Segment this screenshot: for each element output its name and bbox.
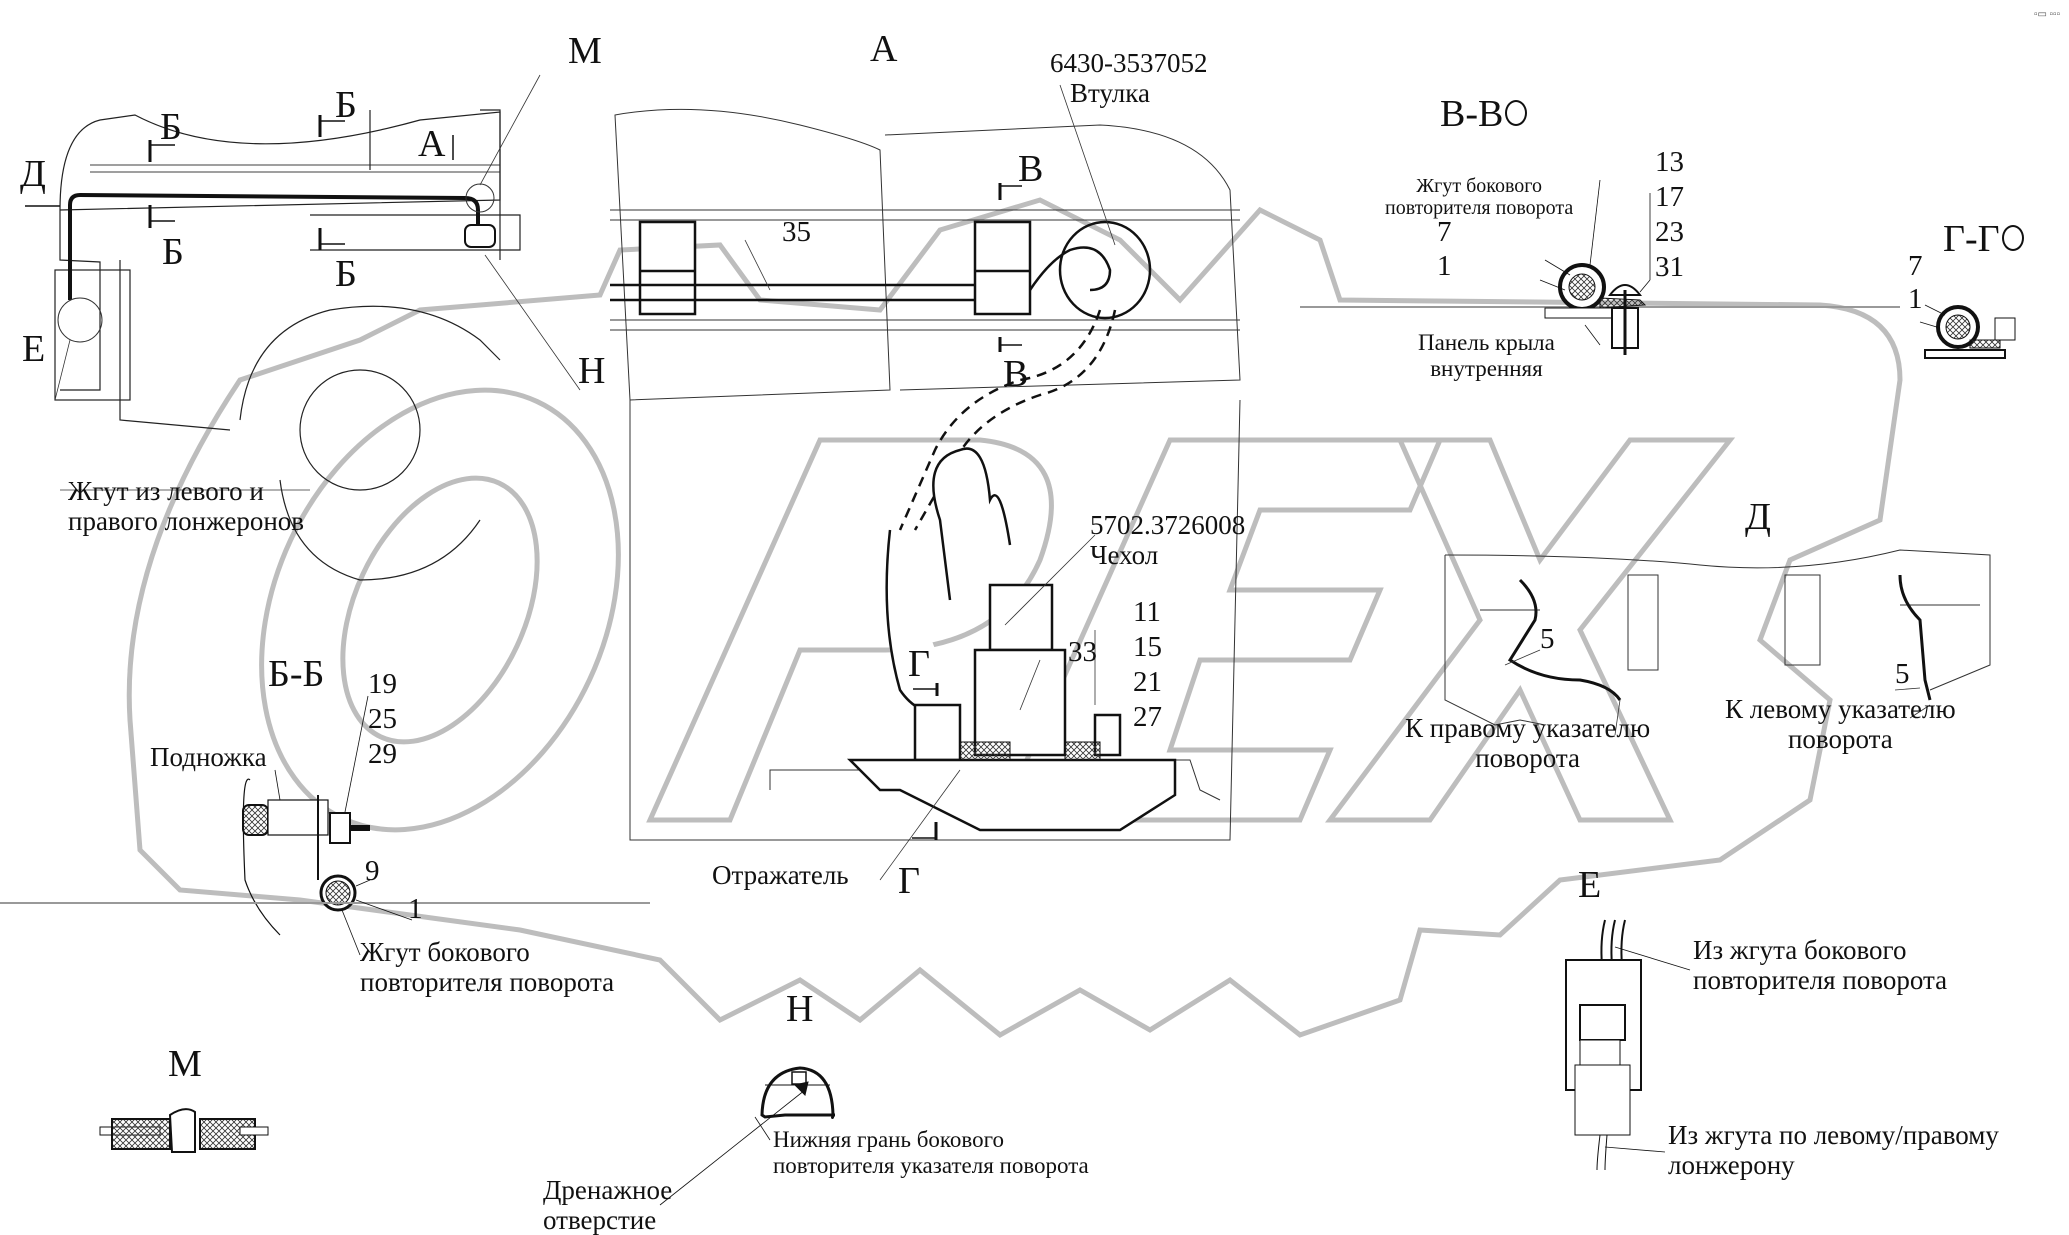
view-a-harness bbox=[610, 220, 1152, 320]
view-title-gg-text: Г-Г bbox=[1943, 218, 2000, 260]
label-e-from-side-harness: Из жгута бокового повторителя поворота bbox=[1693, 935, 1948, 996]
label-harness-from-spars: Жгут из левого и правого лонжеронов bbox=[68, 476, 305, 537]
view-title-m: М bbox=[168, 1043, 202, 1085]
position-29: 29 bbox=[368, 738, 397, 770]
view-title-gg: Г-Г bbox=[1943, 220, 2024, 258]
position-gg-7: 7 bbox=[1908, 250, 1923, 282]
view-d-harness bbox=[1507, 574, 1932, 701]
position-19: 19 bbox=[368, 668, 397, 700]
corner-mark: ▫▭ ▫▫▫ bbox=[2034, 9, 2061, 20]
position-21: 21 bbox=[1133, 666, 1162, 698]
label-reflector: Отражатель bbox=[712, 860, 849, 890]
view-title-d: Д bbox=[1745, 496, 1771, 538]
view-title-vv: В-В bbox=[1440, 93, 1528, 135]
arrow-a-label: А bbox=[418, 123, 446, 165]
position-gg-1: 1 bbox=[1908, 283, 1923, 315]
section-v-marker-bottom: В bbox=[1003, 353, 1029, 395]
rotated-view-icon bbox=[2001, 225, 2024, 251]
callout-circle-m bbox=[465, 183, 495, 213]
section-cut-marks bbox=[25, 115, 1022, 840]
view-h-repeater bbox=[659, 1066, 835, 1206]
section-b-marker-4: Б bbox=[335, 253, 357, 295]
view-title-a: А bbox=[870, 28, 898, 70]
watermark-gear bbox=[126, 197, 1903, 1039]
label-bushing-part-number: 6430-3537052 bbox=[1050, 48, 1208, 78]
view-a-dashed-harness bbox=[898, 309, 1117, 531]
view-title-bb: Б-Б bbox=[268, 653, 325, 695]
position-13: 13 bbox=[1655, 146, 1684, 178]
label-bb-harness: Жгут бокового повторителя поворота bbox=[360, 937, 615, 998]
position-vv-1: 1 bbox=[1437, 250, 1452, 282]
view-m-section bbox=[99, 1108, 269, 1153]
label-vv-panel: Панель крыла внутренняя bbox=[1418, 330, 1555, 381]
side-repeater bbox=[464, 224, 496, 248]
view-a-repeater bbox=[846, 447, 1177, 832]
position-31: 31 bbox=[1655, 251, 1684, 283]
view-vv-section bbox=[1300, 179, 1900, 355]
harness-route bbox=[68, 192, 480, 300]
position-bb-9: 9 bbox=[365, 855, 380, 887]
section-g-marker-top: Г bbox=[908, 643, 930, 685]
label-e-from-spar-harness: Из жгута по левому/правому лонжерону bbox=[1668, 1120, 1999, 1181]
label-h-lower-edge: Нижняя грань бокового повторителя указат… bbox=[773, 1127, 1089, 1178]
position-d-5-left: 5 bbox=[1895, 658, 1910, 690]
view-title-h: Н bbox=[786, 988, 814, 1030]
view-title-h-callout: Н bbox=[578, 350, 606, 392]
position-23: 23 bbox=[1655, 216, 1684, 248]
position-35: 35 bbox=[782, 216, 811, 248]
position-11: 11 bbox=[1133, 596, 1161, 628]
view-gg-section bbox=[1919, 304, 2016, 359]
label-vv-harness: Жгут бокового повторителя поворота bbox=[1385, 175, 1574, 220]
section-b-marker-1: Б bbox=[160, 106, 182, 148]
leader-lines-a bbox=[744, 84, 1116, 881]
position-33: 33 bbox=[1068, 636, 1097, 668]
position-vv-7: 7 bbox=[1437, 216, 1452, 248]
rotated-view-icon bbox=[1505, 100, 1528, 126]
view-bb-section bbox=[0, 695, 650, 956]
seal-hatch-right bbox=[1064, 741, 1101, 761]
label-h-drain-hole: Дренажное отверстие bbox=[543, 1175, 673, 1235]
label-d-right-indicator: К правому указателю поворота bbox=[1405, 713, 1651, 774]
section-v-marker-top: В bbox=[1018, 148, 1044, 190]
callout-circle-e bbox=[57, 297, 103, 343]
view-title-vv-text: В-В bbox=[1440, 93, 1504, 135]
position-15: 15 bbox=[1133, 631, 1162, 663]
section-b-marker-3: Б bbox=[162, 231, 184, 273]
position-27: 27 bbox=[1133, 701, 1162, 733]
section-g-marker-bottom: Г bbox=[898, 860, 920, 902]
view-a-frame bbox=[610, 108, 1241, 841]
position-d-5-right: 5 bbox=[1540, 623, 1555, 655]
view-a-clips bbox=[638, 220, 1032, 316]
view-title-e-callout: Е bbox=[22, 328, 46, 370]
label-bb-step: Подножка bbox=[150, 742, 267, 772]
position-17: 17 bbox=[1655, 181, 1684, 213]
seal-hatch-left bbox=[959, 741, 1011, 761]
arrow-d-label: Д bbox=[20, 153, 46, 195]
view-title-m-callout: М bbox=[568, 30, 602, 72]
label-bushing: Втулка bbox=[1070, 78, 1150, 108]
label-cover: Чехол bbox=[1090, 540, 1159, 570]
view-e-connector bbox=[1565, 919, 1691, 1171]
view-d-frame bbox=[1444, 549, 1991, 726]
position-25: 25 bbox=[368, 703, 397, 735]
section-b-marker-2: Б bbox=[335, 84, 357, 126]
leader-lines-d bbox=[1504, 649, 1931, 736]
truck-side-view bbox=[54, 109, 521, 581]
position-bb-1: 1 bbox=[408, 893, 423, 925]
label-d-left-indicator: К левому указателю поворота bbox=[1725, 694, 1956, 755]
label-cover-part-number: 5702.3726008 bbox=[1090, 510, 1246, 540]
view-title-e: Е bbox=[1578, 864, 1602, 906]
